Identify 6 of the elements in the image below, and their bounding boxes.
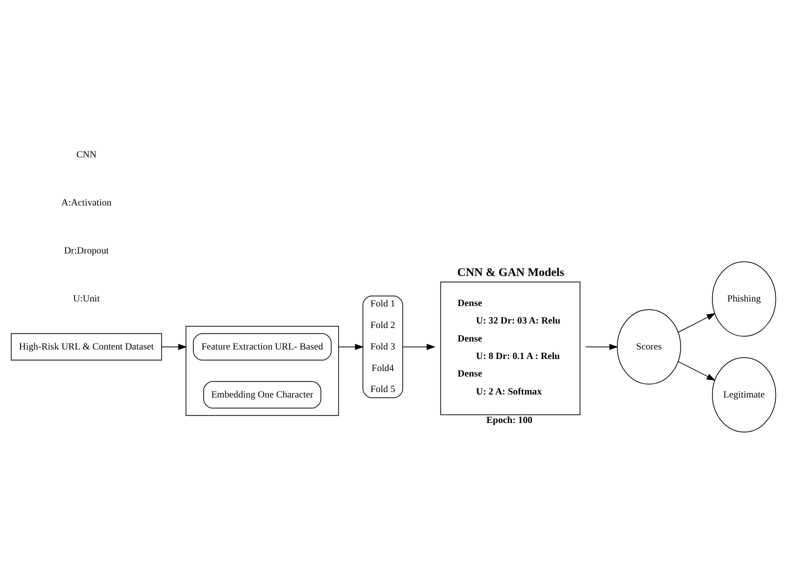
node-label: Epoch: 100 <box>486 415 532 426</box>
label: Dr:Dropout <box>64 246 109 257</box>
label: CNN <box>76 150 97 161</box>
node-label: CNN & GAN Models <box>457 264 564 279</box>
label: A:Activation <box>61 198 112 209</box>
label: U:Unit <box>73 293 100 304</box>
